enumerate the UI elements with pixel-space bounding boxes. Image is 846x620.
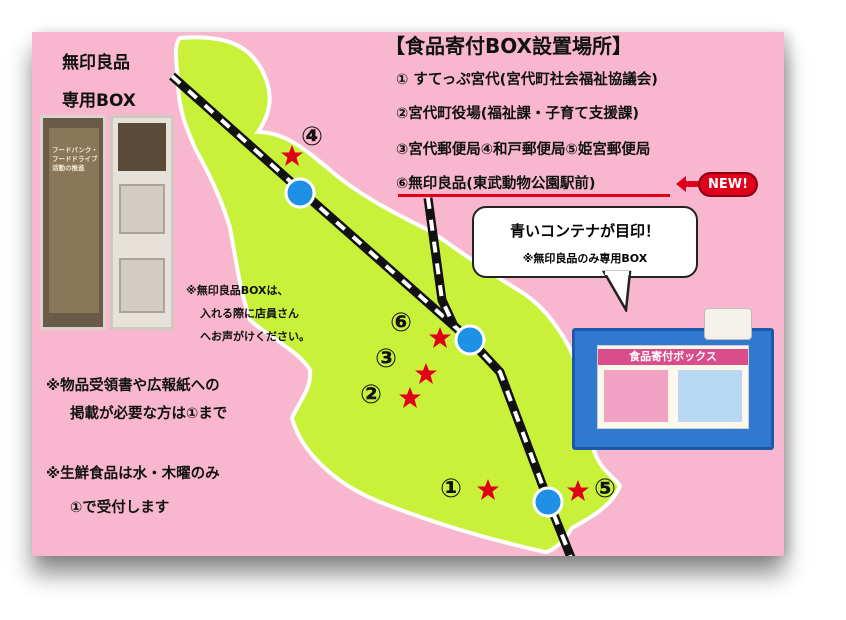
muji-box-photo: フードバンク・ フードドライブ 活動の推進 — [40, 115, 180, 340]
legend-title: 【食品寄付BOX設置場所】 — [385, 34, 632, 58]
muji-box-title-line2: 専用BOX — [62, 91, 136, 111]
star-marker-3 — [415, 363, 437, 384]
star-marker-2 — [399, 387, 421, 408]
muji-note-line2: 入れる際に店員さん — [200, 307, 299, 320]
photo-top-panel — [118, 123, 166, 171]
container-sign-left-panel — [604, 370, 668, 422]
muji-note-line1: ※無印良品BOXは、 — [186, 284, 289, 297]
container-photo: 食品寄付ボックス — [572, 308, 774, 450]
legend-item-1: ① すてっぷ宮代(宮代町社会福祉協議会) — [396, 72, 658, 88]
container-sign: 食品寄付ボックス — [597, 345, 749, 429]
container-sign-right-panel — [678, 370, 742, 422]
marker-label-3: ③ — [375, 344, 398, 374]
star-marker-6 — [429, 327, 451, 348]
marker-label-2: ② — [360, 380, 383, 410]
station-marker-north — [284, 177, 316, 209]
new-badge: NEW! — [698, 172, 759, 197]
bubble-line1: 青いコンテナが目印！ — [509, 222, 660, 240]
star-marker-1 — [477, 479, 499, 500]
container-sign-title: 食品寄付ボックス — [598, 349, 748, 365]
note-fresh-line1: ※生鮮食品は水・木曜のみ — [46, 466, 220, 482]
marker-label-5: ⑤ — [594, 474, 617, 504]
new-arrow-icon — [676, 176, 700, 192]
legend-item-6: ⑥無印良品(東武動物公園駅前) — [396, 176, 596, 192]
container-tag — [704, 308, 752, 340]
bubble-line2: ※無印良品のみ専用BOX — [522, 252, 648, 265]
legend-item-6-underline — [398, 194, 670, 197]
container-body: 食品寄付ボックス — [572, 328, 774, 450]
photo-stand-left: フードバンク・ フードドライブ 活動の推進 — [40, 115, 106, 330]
photo-bin-upper — [119, 184, 165, 234]
photo-bin-lower — [119, 258, 165, 313]
town-area — [174, 35, 623, 555]
note-receipt-line1: ※物品受領書や広報紙への — [46, 378, 220, 394]
bubble-tail — [601, 270, 632, 312]
photo-stand-right — [110, 115, 174, 330]
muji-note-line3: へお声がけください。 — [200, 330, 310, 343]
legend-item-2: ②宮代町役場(福祉課・子育て支援課) — [396, 106, 640, 122]
photo-sign-panel: フードバンク・ フードドライブ 活動の推進 — [49, 128, 99, 313]
star-marker-5 — [567, 480, 589, 501]
star-marker-4 — [281, 145, 303, 166]
station-marker-south — [532, 486, 564, 518]
railway-branch — [423, 197, 459, 328]
marker-label-1: ① — [440, 474, 463, 504]
note-receipt-line2: 掲載が必要な方は①まで — [70, 406, 228, 422]
note-fresh-line2: ①で受付します — [70, 500, 170, 516]
speech-bubble: 青いコンテナが目印！ ※無印良品のみ専用BOX — [472, 206, 698, 278]
muji-box-title-line1: 無印良品 — [62, 53, 130, 73]
legend-item-3: ③宮代郵便局④和戸郵便局⑤姫宮郵便局 — [396, 142, 651, 158]
marker-label-6: ⑥ — [390, 308, 413, 338]
photo-sign-line3: 活動の推進 — [52, 164, 85, 172]
marker-label-4: ④ — [301, 122, 324, 152]
station-marker-central — [454, 324, 486, 356]
photo-sign-line2: フードドライブ — [52, 155, 98, 163]
photo-sign-line1: フードバンク・ — [52, 146, 98, 154]
